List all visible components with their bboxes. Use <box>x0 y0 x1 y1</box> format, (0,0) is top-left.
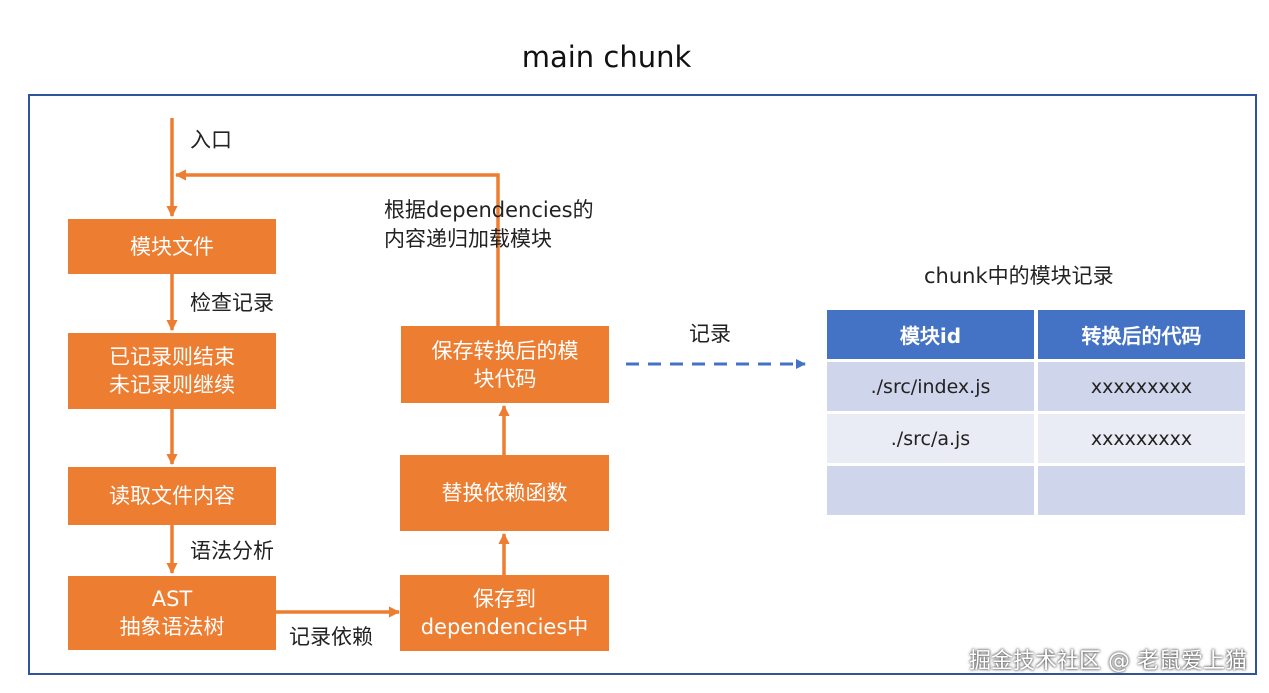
recursive-arrow <box>174 169 500 326</box>
check-record-label: 检查记录 <box>190 291 274 315</box>
chunk-frame <box>28 94 1257 675</box>
replace-deps-box: 替换依赖函数 <box>400 455 609 531</box>
ast-box: AST 抽象语法树 <box>68 576 276 650</box>
module-file-box: 模块文件 <box>68 219 276 274</box>
read-content-box: 读取文件内容 <box>68 467 276 525</box>
entry-label: 入口 <box>190 128 232 152</box>
header-module-id: 模块id <box>827 310 1034 359</box>
cell-module-id: ./src/a.js <box>827 414 1034 463</box>
record-label: 记录 <box>689 322 731 346</box>
cell-code <box>1038 466 1245 515</box>
save-code-box: 保存转换后的模 块代码 <box>401 326 609 403</box>
watermark: 掘金技术社区 @ 老鼠爱上猫 <box>969 649 1247 674</box>
parse-label: 语法分析 <box>190 539 274 563</box>
record-deps-label: 记录依赖 <box>289 625 373 649</box>
diagram-title: main chunk <box>521 40 692 74</box>
cell-module-id: ./src/index.js <box>827 362 1034 411</box>
header-transformed-code: 转换后的代码 <box>1038 310 1245 359</box>
save-deps-box: 保存到 dependencies中 <box>400 575 609 651</box>
recursive-load-label: 根据dependencies的 内容递归加载模块 <box>384 198 594 251</box>
module-records-table: 模块id 转换后的代码 ./src/index.js xxxxxxxxx ./s… <box>827 310 1245 515</box>
record-check-box: 已记录则结束 未记录则继续 <box>68 333 276 409</box>
cell-code: xxxxxxxxx <box>1038 414 1245 463</box>
table-caption: chunk中的模块记录 <box>924 264 1114 288</box>
cell-module-id <box>827 466 1034 515</box>
cell-code: xxxxxxxxx <box>1038 362 1245 411</box>
